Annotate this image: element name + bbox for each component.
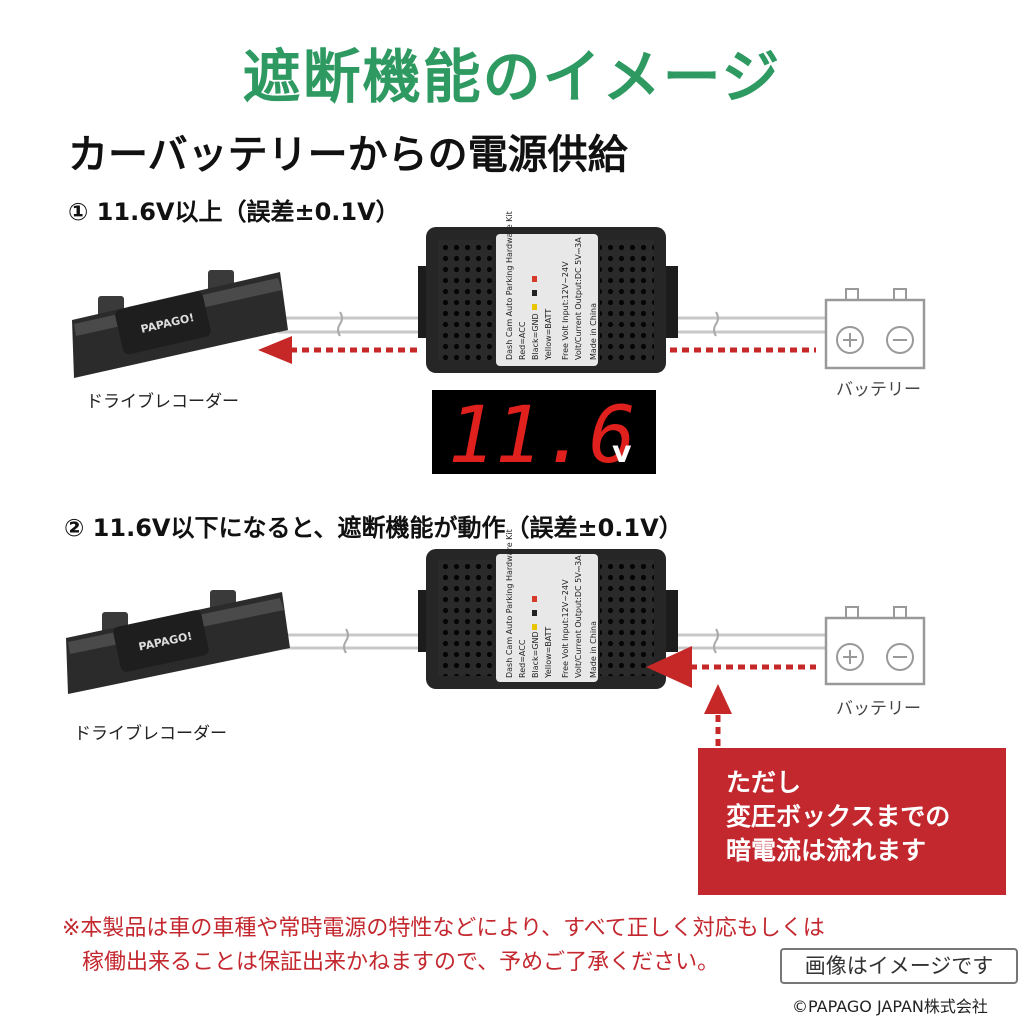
copyright: ©PAPAGO JAPAN株式会社 [792,997,988,1016]
converter-box-2: Dash Cam Auto Parking Hardware Kit Red=A… [418,529,678,689]
box-text-line-5: Free Volt Input:12V~24V [561,261,570,360]
callout-line-2: 変圧ボックスまでの [726,802,951,831]
cable-right-1 [668,311,826,337]
box-text-line-1: Dash Cam Auto Parking Hardware Kit [505,211,514,360]
battery-icon-2 [824,606,926,686]
box2-text-line-7: Made in China [589,621,598,678]
recorder-image-2: PAPAGO! [66,590,290,694]
cable-left-2 [278,628,428,654]
voltage-display-unit: v [612,435,632,470]
disclaimer-line-1: ※本製品は車の車種や常時電源の特性などにより、すべて正しく対応もしくは [62,916,825,941]
box-text-line-7: Made in China [589,303,598,360]
recorder-label-1: ドライブレコーダー [86,392,239,412]
disclaimer-note: ※本製品は車の車種や常時電源の特性などにより、すべて正しく対応もしくは 稼働出来… [62,912,825,980]
box-text-line-4: Yellow=BATT [544,309,553,361]
dark-current-callout: ただし 変圧ボックスまでの 暗電流は流れます [698,748,1006,895]
step1-diagram: PAPAGO! Dash Cam Auto Parking Hardware K… [72,211,926,481]
cable-right-2 [668,628,826,654]
voltage-display: 11.6 v [432,390,656,481]
box2-text-line-2: Red=ACC [518,639,527,678]
step-2-label: ② 11.6V以下になると、遮断機能が動作（誤差±0.1V） [64,514,683,542]
recorder-image-1: PAPAGO! [72,270,288,378]
box-text-line-6: Volt/Current Output:DC 5V⎓3A [574,237,583,360]
recorder-label-2: ドライブレコーダー [74,724,227,744]
box2-text-line-1: Dash Cam Auto Parking Hardware Kit [505,529,514,678]
callout-line-3: 暗電流は流れます [726,836,927,865]
battery-label-1: バッテリー [836,380,921,400]
box2-text-line-5: Free Volt Input:12V~24V [561,579,570,678]
converter-box-1: Dash Cam Auto Parking Hardware Kit Red=A… [418,211,678,373]
callout-line-1: ただし [726,768,802,797]
box2-text-line-4: Yellow=BATT [544,627,553,679]
disclaimer-line-2: 稼働出来ることは保証出来かねますので、予めご了承ください。 [82,950,720,975]
power-flow-arrow-1 [258,336,816,364]
page-title: 遮断機能のイメージ [242,43,782,111]
image-disclaimer-badge: 画像はイメージです [780,948,1018,984]
box-text-line-2: Red=ACC [518,321,527,360]
battery-icon-1 [824,288,926,370]
box2-text-line-6: Volt/Current Output:DC 5V⎓3A [574,555,583,678]
voltage-display-value: 11.6 [448,391,636,481]
step2-diagram: PAPAGO! Dash Cam Auto Parking Hardware K… [66,529,926,746]
power-flow-arrow-2 [646,646,816,746]
battery-label-2: バッテリー [836,699,921,719]
page-subtitle: カーバッテリーからの電源供給 [68,132,628,178]
box-text-line-3: Black=GND [531,313,540,360]
box2-text-line-3: Black=GND [531,631,540,678]
cable-left-1 [278,311,428,337]
step-1-label: ① 11.6V以上（誤差±0.1V） [68,198,400,226]
